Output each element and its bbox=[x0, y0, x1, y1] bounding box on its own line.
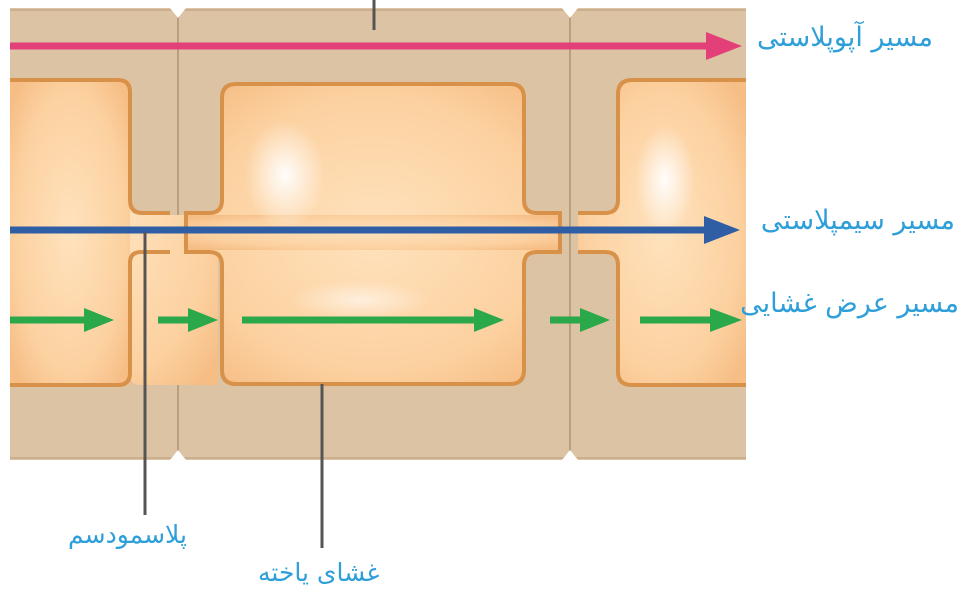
apoplast-arrow bbox=[10, 32, 742, 60]
transmembrane-label: مسیر عرض غشایی bbox=[740, 288, 959, 319]
pointer-lines bbox=[143, 0, 376, 548]
transmembrane-arrows bbox=[10, 308, 742, 332]
apoplast-label: مسیر آپوپلاستی bbox=[756, 22, 933, 53]
symplast-label: مسیر سیمپلاستی bbox=[760, 205, 955, 236]
cell-membrane-label: غشای یاخته bbox=[258, 558, 380, 587]
cell-wall-notches bbox=[170, 8, 578, 460]
cytoplasm-highlights bbox=[245, 120, 695, 320]
plasmodesma-label: پلاسمودسم bbox=[68, 520, 187, 549]
cell-middle bbox=[184, 82, 562, 386]
symplast-arrow bbox=[10, 216, 740, 244]
